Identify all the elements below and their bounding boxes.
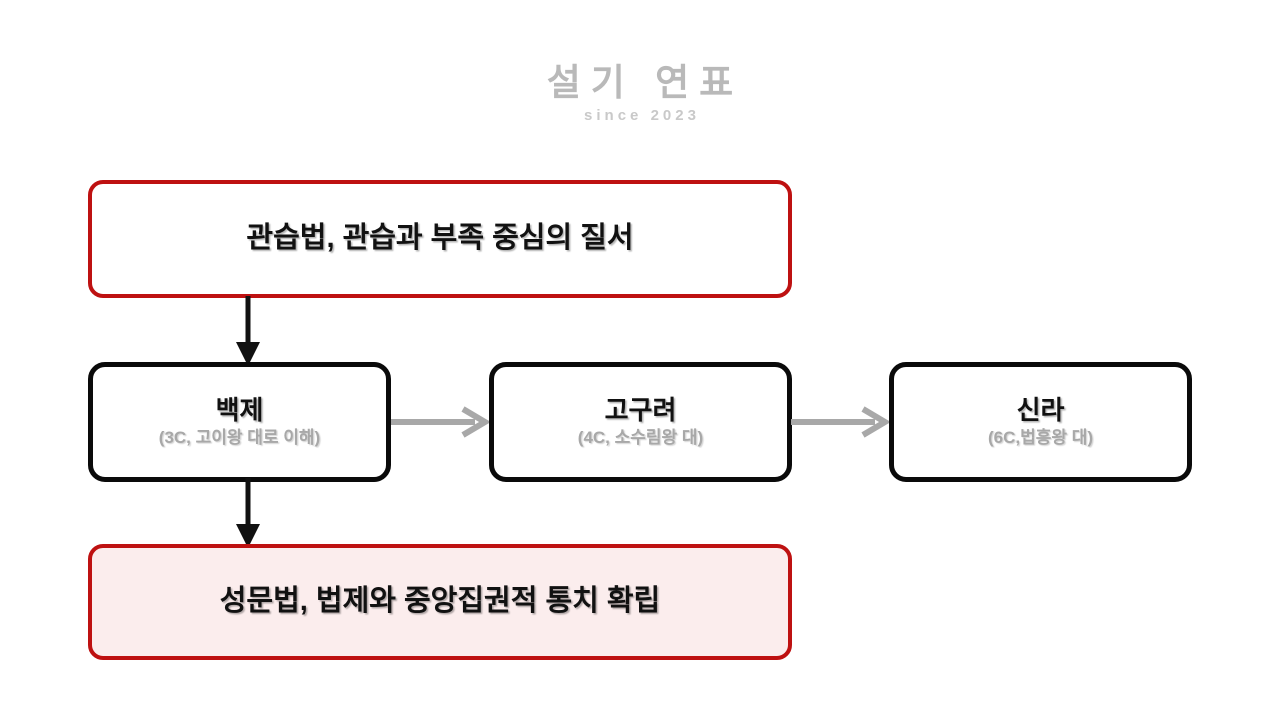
node-silla[interactable]: 신라 (6C,법흥왕 대) <box>889 362 1192 482</box>
node-silla-title: 신라 <box>1016 394 1065 425</box>
node-goguryeo[interactable]: 고구려 (4C, 소수림왕 대) <box>489 362 792 482</box>
node-top-concept[interactable]: 관습법, 관습과 부족 중심의 질서 <box>88 180 792 298</box>
node-top-concept-title: 관습법, 관습과 부족 중심의 질서 <box>246 222 634 255</box>
node-bottom-result-title: 성문법, 법제와 중앙집권적 통치 확립 <box>219 585 661 618</box>
node-goguryeo-subtitle: (4C, 소수림왕 대) <box>577 428 704 448</box>
arrow-down-top-to-baekje-icon <box>231 296 265 366</box>
node-baekje-title: 백제 <box>215 394 264 425</box>
node-baekje-subtitle: (3C, 고이왕 대로 이해) <box>158 428 321 448</box>
arrow-right-baekje-to-goguryeo-icon <box>391 405 491 439</box>
arrow-right-goguryeo-to-silla-icon <box>791 405 891 439</box>
watermark: 설기 연표 since 2023 <box>0 62 1280 124</box>
node-silla-subtitle: (6C,법흥왕 대) <box>987 428 1094 448</box>
arrow-down-baekje-to-result-icon <box>231 478 265 548</box>
node-bottom-result[interactable]: 성문법, 법제와 중앙집권적 통치 확립 <box>88 544 792 660</box>
watermark-title: 설기 연표 <box>546 62 744 103</box>
node-goguryeo-title: 고구려 <box>604 394 677 425</box>
node-baekje[interactable]: 백제 (3C, 고이왕 대로 이해) <box>88 362 391 482</box>
watermark-subtitle: since 2023 <box>584 106 700 124</box>
